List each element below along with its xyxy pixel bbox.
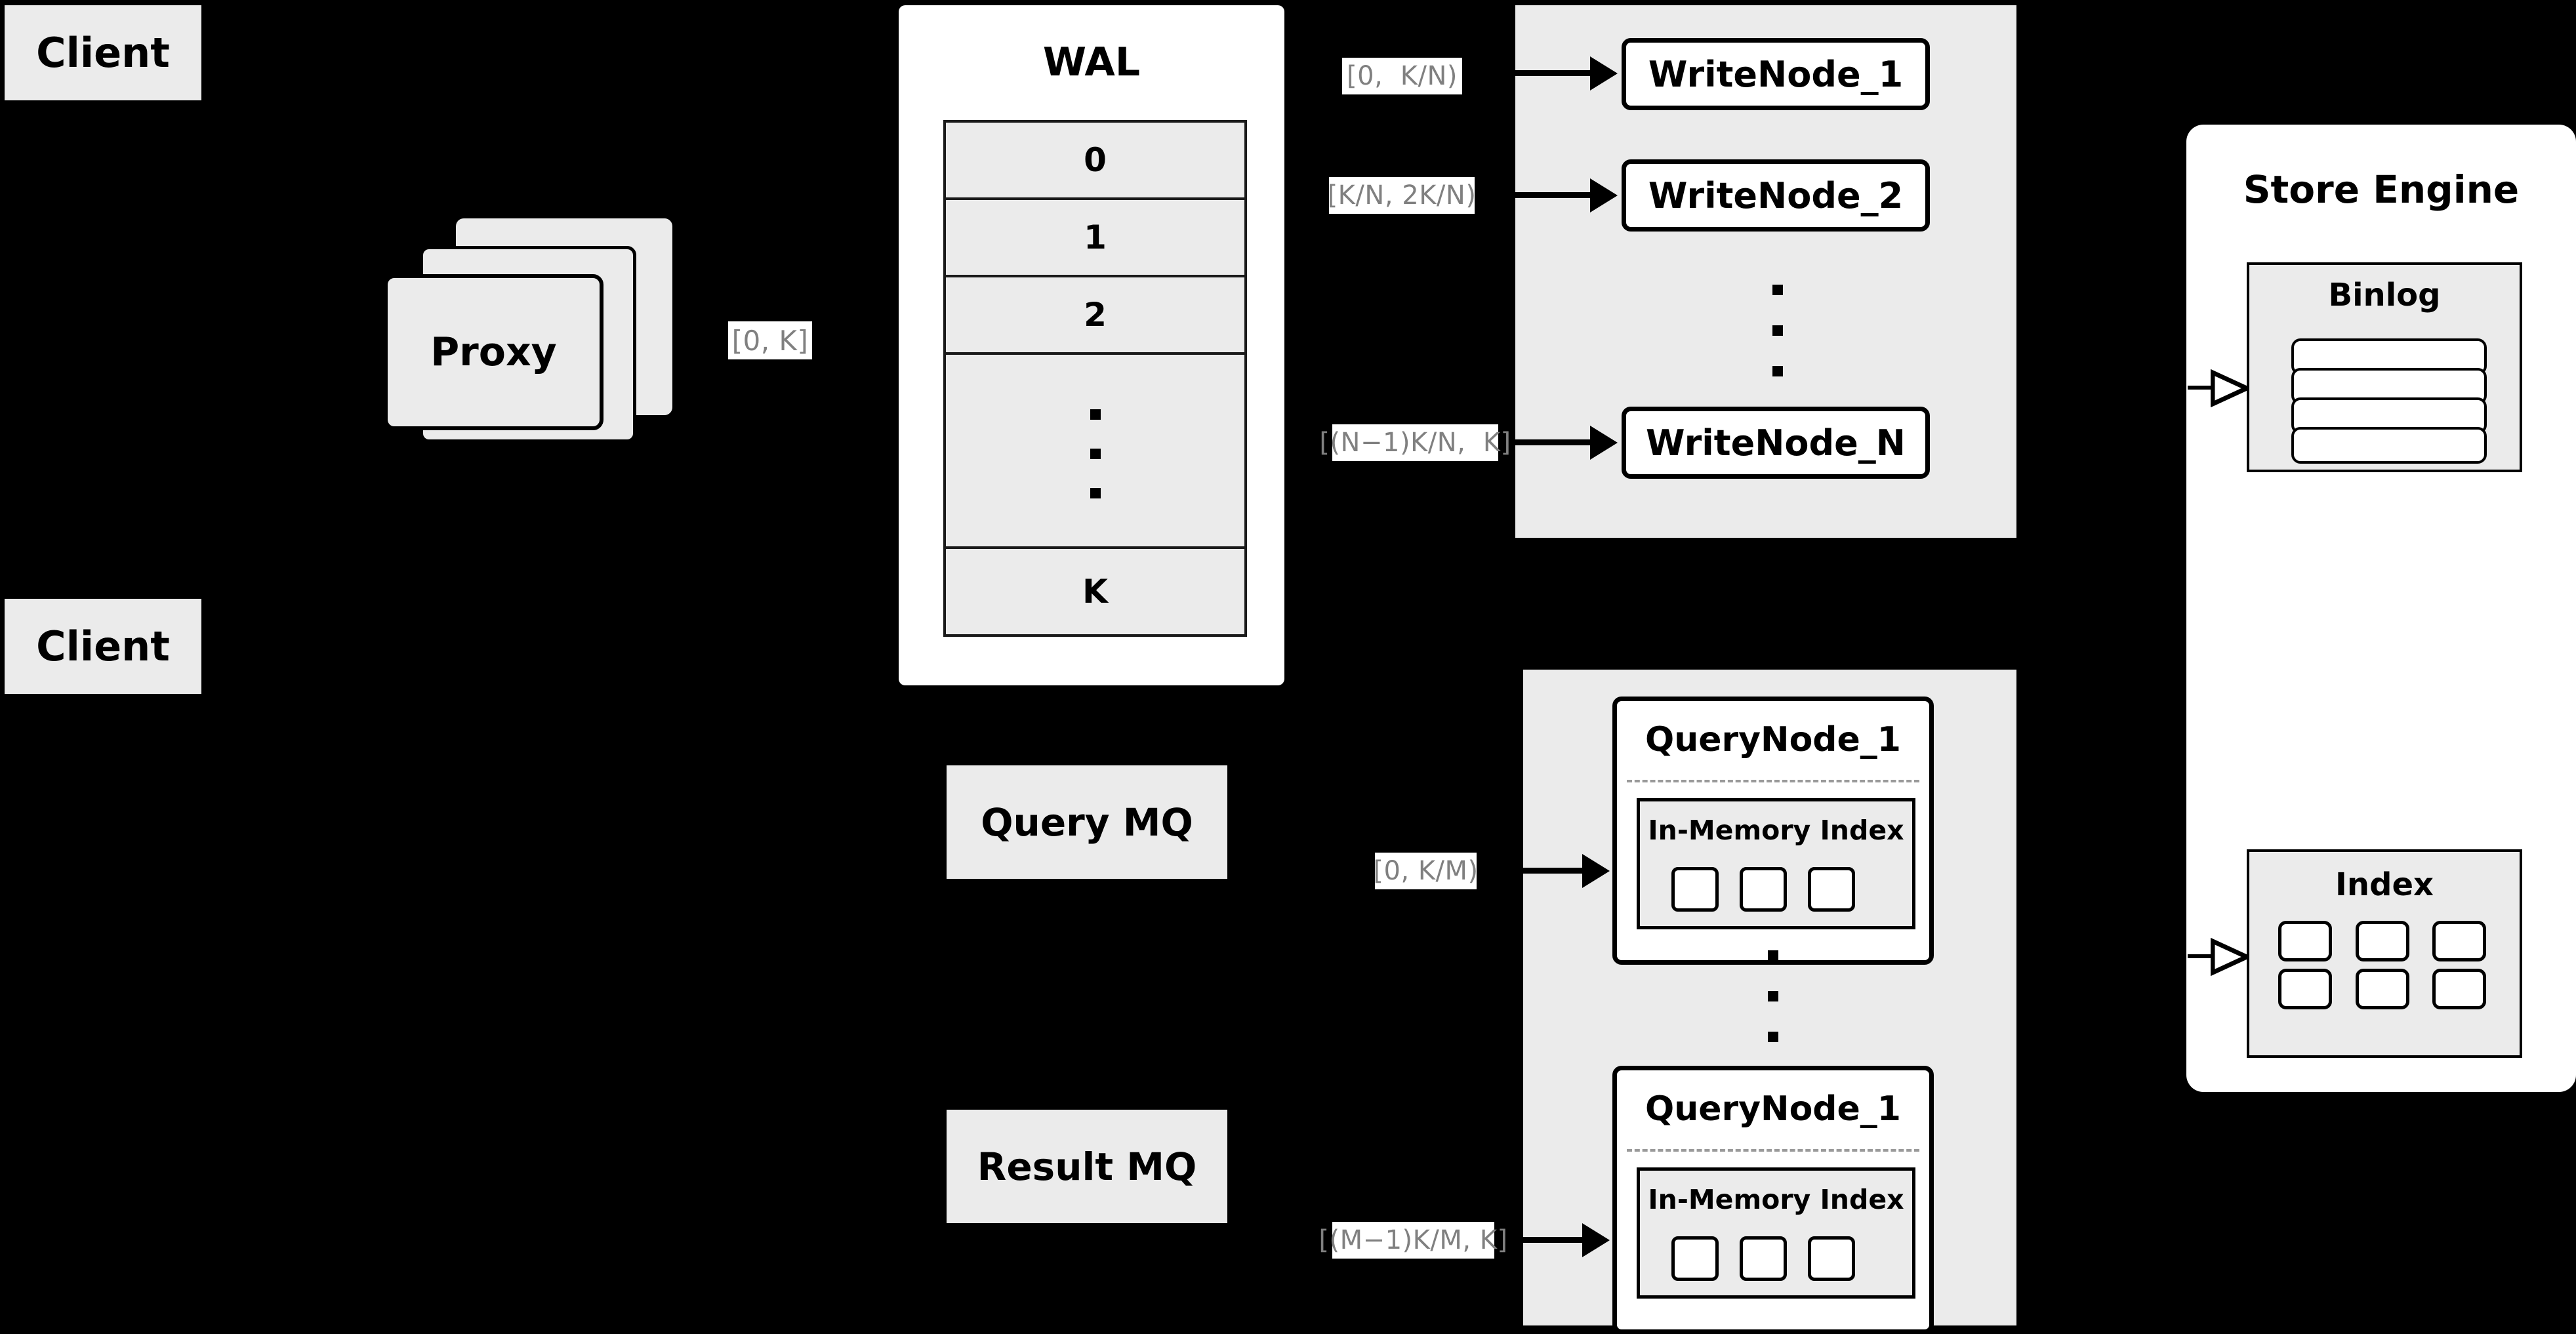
write-node-2-arrow-head <box>1590 178 1618 212</box>
in-memory-index-cell <box>1740 867 1787 912</box>
proxy-label: Proxy <box>430 329 557 375</box>
query-cluster-ellipsis-dot <box>1768 1032 1778 1042</box>
binlog-arrow-line <box>2188 386 2215 390</box>
binlog-title: Binlog <box>2328 277 2441 313</box>
index-cell <box>2356 969 2409 1009</box>
wal-table: 0 1 2 K <box>943 120 1247 637</box>
wal-row: 2 <box>946 277 1244 355</box>
write-node-label: WriteNode_1 <box>1648 53 1904 95</box>
in-memory-index-title: In-Memory Index <box>1648 815 1904 846</box>
result-mq-label: Result MQ <box>977 1144 1197 1189</box>
in-memory-index-cell <box>1671 1236 1719 1281</box>
write-node-n[interactable]: WriteNode_N <box>1622 407 1930 479</box>
wal-row: 1 <box>946 199 1244 277</box>
index-arrow-head-open <box>2211 938 2249 976</box>
client-box-top[interactable]: Client <box>5 5 201 100</box>
write-node-1[interactable]: WriteNode_1 <box>1622 38 1930 110</box>
index-arrow-line <box>2188 954 2215 958</box>
write-node-1-range-label: [0, K/N) <box>1342 58 1462 94</box>
query-node-2[interactable]: QueryNode_1 In-Memory Index <box>1612 1066 1934 1334</box>
write-node-n-range-label: [(N−1)K/N, K] <box>1319 424 1511 461</box>
in-memory-index-cell <box>1808 867 1855 912</box>
store-engine-title: Store Engine <box>2243 167 2520 212</box>
ellipsis-dot <box>1090 409 1101 420</box>
query-node-separator <box>1627 780 1919 782</box>
in-memory-index-cell <box>1740 1236 1787 1281</box>
query-node-1-arrow-line <box>1523 868 1595 874</box>
binlog-arrow-head-open <box>2211 369 2249 407</box>
proxy-box[interactable]: Proxy <box>384 274 603 430</box>
index-cell <box>2278 921 2332 961</box>
query-mq-label: Query MQ <box>981 799 1193 845</box>
query-cluster-ellipsis-dot <box>1768 950 1778 961</box>
in-memory-index-cell <box>1671 867 1719 912</box>
write-node-n-arrow-line <box>1512 439 1591 445</box>
binlog-row <box>2291 427 2487 464</box>
client-label: Client <box>36 29 170 77</box>
wal-row: K <box>946 548 1244 635</box>
in-memory-index-box: In-Memory Index <box>1637 798 1915 929</box>
client-box-bottom[interactable]: Client <box>5 599 201 694</box>
write-node-2-range-label: [K/N, 2K/N) <box>1328 177 1476 214</box>
wal-title: WAL <box>1042 39 1141 85</box>
index-cell <box>2356 921 2409 961</box>
query-cluster-ellipsis-dot <box>1768 991 1778 1001</box>
write-cluster-ellipsis-dot <box>1772 325 1783 336</box>
proxy-range-label: [0, K] <box>728 321 812 359</box>
write-node-1-arrow-line <box>1512 70 1591 76</box>
write-cluster-ellipsis-dot <box>1772 285 1783 295</box>
query-node-title: QueryNode_1 <box>1645 1089 1901 1129</box>
query-node-2-arrow-head <box>1582 1223 1610 1257</box>
index-title: Index <box>2335 866 2434 903</box>
query-node-1-arrow-head <box>1582 854 1610 888</box>
query-node-1[interactable]: QueryNode_1 In-Memory Index <box>1612 697 1934 965</box>
query-node-1-range-label: [0, K/M) <box>1373 853 1478 889</box>
write-cluster-ellipsis-dot <box>1772 366 1783 376</box>
in-memory-index-cell <box>1808 1236 1855 1281</box>
ellipsis-dot <box>1090 448 1101 459</box>
write-node-2-arrow-line <box>1512 192 1591 198</box>
query-node-2-range-label: [(M−1)K/M, K] <box>1319 1222 1507 1259</box>
wal-row: 0 <box>946 123 1244 200</box>
index-cell <box>2278 969 2332 1009</box>
write-node-1-arrow-head <box>1590 56 1618 91</box>
write-node-label: WriteNode_N <box>1646 422 1906 464</box>
write-node-label: WriteNode_2 <box>1648 174 1904 216</box>
binlog-panel: Binlog <box>2247 262 2522 472</box>
result-mq-box[interactable]: Result MQ <box>947 1110 1227 1223</box>
wal-row-ellipsis <box>946 354 1244 549</box>
in-memory-index-box: In-Memory Index <box>1637 1167 1915 1299</box>
client-label: Client <box>36 622 170 670</box>
index-cell <box>2432 969 2486 1009</box>
query-node-separator <box>1627 1149 1919 1152</box>
write-node-n-arrow-head <box>1590 426 1618 460</box>
store-engine-card: Store Engine Binlog Index <box>2186 125 2576 1092</box>
query-mq-box[interactable]: Query MQ <box>947 765 1227 879</box>
ellipsis-dot <box>1090 487 1101 498</box>
wal-card: WAL 0 1 2 K <box>899 5 1284 685</box>
in-memory-index-title: In-Memory Index <box>1648 1184 1904 1215</box>
index-cell <box>2432 921 2486 961</box>
query-node-title: QueryNode_1 <box>1645 720 1901 759</box>
index-panel: Index <box>2247 849 2522 1058</box>
query-node-2-arrow-line <box>1523 1237 1595 1243</box>
write-node-2[interactable]: WriteNode_2 <box>1622 159 1930 232</box>
